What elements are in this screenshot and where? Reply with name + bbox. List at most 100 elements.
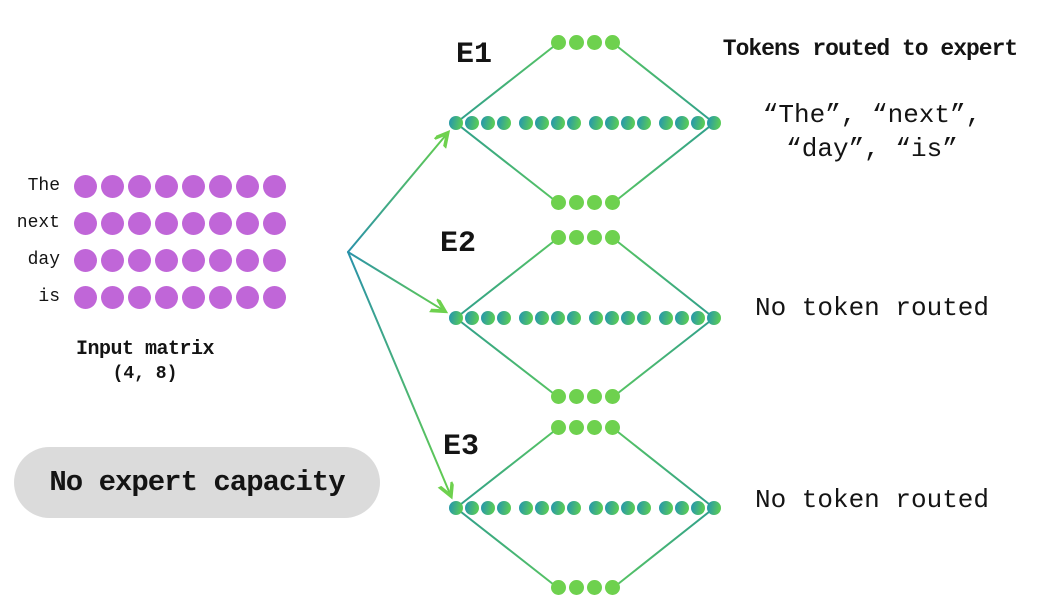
- expert-slot-row: [449, 116, 721, 130]
- expert-capacity-row: [551, 580, 620, 595]
- input-token-dot: [263, 285, 286, 309]
- diamond-edge: [612, 427, 715, 509]
- input-token-dot: [128, 211, 151, 235]
- expert-capacity-dot: [605, 580, 620, 595]
- expert-slot-dot: [621, 311, 635, 325]
- routed-tokens-line: No token routed: [754, 485, 990, 515]
- input-token-dot: [74, 248, 97, 272]
- expert-slot-dot: [481, 116, 495, 130]
- slot-dot-group: [659, 501, 721, 515]
- expert-slot-dot: [707, 501, 721, 515]
- slot-dot-group: [519, 116, 581, 130]
- expert-slot-dot: [675, 116, 689, 130]
- expert-capacity-row: [551, 195, 620, 210]
- routed-tokens-e2: No token routed: [712, 291, 1032, 325]
- expert-slot-dot: [481, 311, 495, 325]
- routed-tokens-e1: “The”, “next”,“day”, “is”: [712, 98, 1032, 166]
- input-token-dot: [182, 211, 205, 235]
- expert-slot-dot: [497, 311, 511, 325]
- expert-slot-dot: [535, 116, 549, 130]
- input-token-dot: [155, 174, 178, 198]
- token-label: next: [16, 213, 60, 233]
- slot-dot-group: [519, 501, 581, 515]
- input-token-dot: [128, 248, 151, 272]
- expert-slot-dot: [589, 311, 603, 325]
- diamond-edge: [455, 237, 559, 319]
- diamond-edge: [455, 122, 559, 204]
- expert-capacity-dot: [569, 35, 584, 50]
- expert-slot-dot: [465, 311, 479, 325]
- expert-slot-dot: [605, 116, 619, 130]
- expert-slot-dot: [675, 501, 689, 515]
- expert-capacity-dot: [605, 35, 620, 50]
- input-token-dot: [101, 174, 124, 198]
- expert-slot-dot: [535, 311, 549, 325]
- expert-slot-dot: [659, 501, 673, 515]
- slot-dot-group: [519, 311, 581, 325]
- expert-capacity-dot: [551, 35, 566, 50]
- input-matrix-row: day: [8, 248, 286, 272]
- expert-slot-dot: [605, 311, 619, 325]
- input-matrix-row: next: [8, 211, 286, 235]
- expert-capacity-dot: [587, 420, 602, 435]
- expert-slot-dot: [449, 501, 463, 515]
- routed-tokens-line: “day”, “is”: [786, 134, 958, 164]
- caption-shape: (4, 8): [112, 364, 178, 384]
- expert-slot-dot: [551, 501, 565, 515]
- token-label: is: [38, 287, 60, 307]
- expert-capacity-dot: [551, 195, 566, 210]
- input-token-dot: [236, 248, 259, 272]
- routed-tokens-e3: No token routed: [712, 483, 1032, 517]
- router-arrow: [347, 251, 451, 495]
- expert-capacity-dot: [605, 389, 620, 404]
- diamond-edge: [455, 507, 559, 589]
- input-token-dot: [155, 211, 178, 235]
- expert-capacity-dot: [587, 195, 602, 210]
- expert-slot-dot: [675, 311, 689, 325]
- slot-dot-group: [589, 311, 651, 325]
- expert-slot-dot: [589, 116, 603, 130]
- expert-capacity-dot: [605, 195, 620, 210]
- expert-slot-dot: [551, 311, 565, 325]
- input-token-dot: [128, 174, 151, 198]
- expert-slot-row: [449, 311, 721, 325]
- input-token-dot: [101, 285, 124, 309]
- slot-dot-group: [659, 116, 721, 130]
- expert-slot-dot: [621, 501, 635, 515]
- diamond-edge: [612, 122, 715, 204]
- token-embedding-dots: [74, 211, 286, 235]
- input-token-dot: [182, 248, 205, 272]
- expert-slot-dot: [589, 501, 603, 515]
- input-matrix-caption: Input matrix (4, 8): [40, 338, 250, 384]
- slot-dot-group: [589, 501, 651, 515]
- expert-slot-dot: [707, 311, 721, 325]
- input-token-dot: [209, 248, 232, 272]
- routed-tokens-line: No token routed: [754, 293, 990, 323]
- expert-slot-dot: [567, 311, 581, 325]
- slot-dot-group: [589, 116, 651, 130]
- expert-label-e3: E3: [442, 430, 480, 464]
- token-label: The: [27, 176, 60, 196]
- slot-dot-group: [449, 311, 511, 325]
- input-token-dot: [74, 285, 97, 309]
- expert-capacity-row: [551, 389, 620, 404]
- expert-capacity-dot: [587, 35, 602, 50]
- expert-capacity-dot: [569, 230, 584, 245]
- diamond-edge: [455, 427, 559, 509]
- expert-slot-dot: [519, 311, 533, 325]
- expert-slot-dot: [465, 116, 479, 130]
- expert-slot-dot: [659, 311, 673, 325]
- expert-capacity-row: [551, 230, 620, 245]
- caption-title: Input matrix: [75, 338, 215, 361]
- expert-capacity-dot: [551, 420, 566, 435]
- input-token-dot: [155, 285, 178, 309]
- diamond-edge: [455, 42, 559, 124]
- input-token-dot: [74, 174, 97, 198]
- slot-dot-group: [449, 501, 511, 515]
- expert-slot-dot: [497, 501, 511, 515]
- input-token-dot: [236, 174, 259, 198]
- input-matrix: The next day is: [8, 174, 286, 322]
- token-label: day: [27, 250, 60, 270]
- expert-slot-dot: [519, 116, 533, 130]
